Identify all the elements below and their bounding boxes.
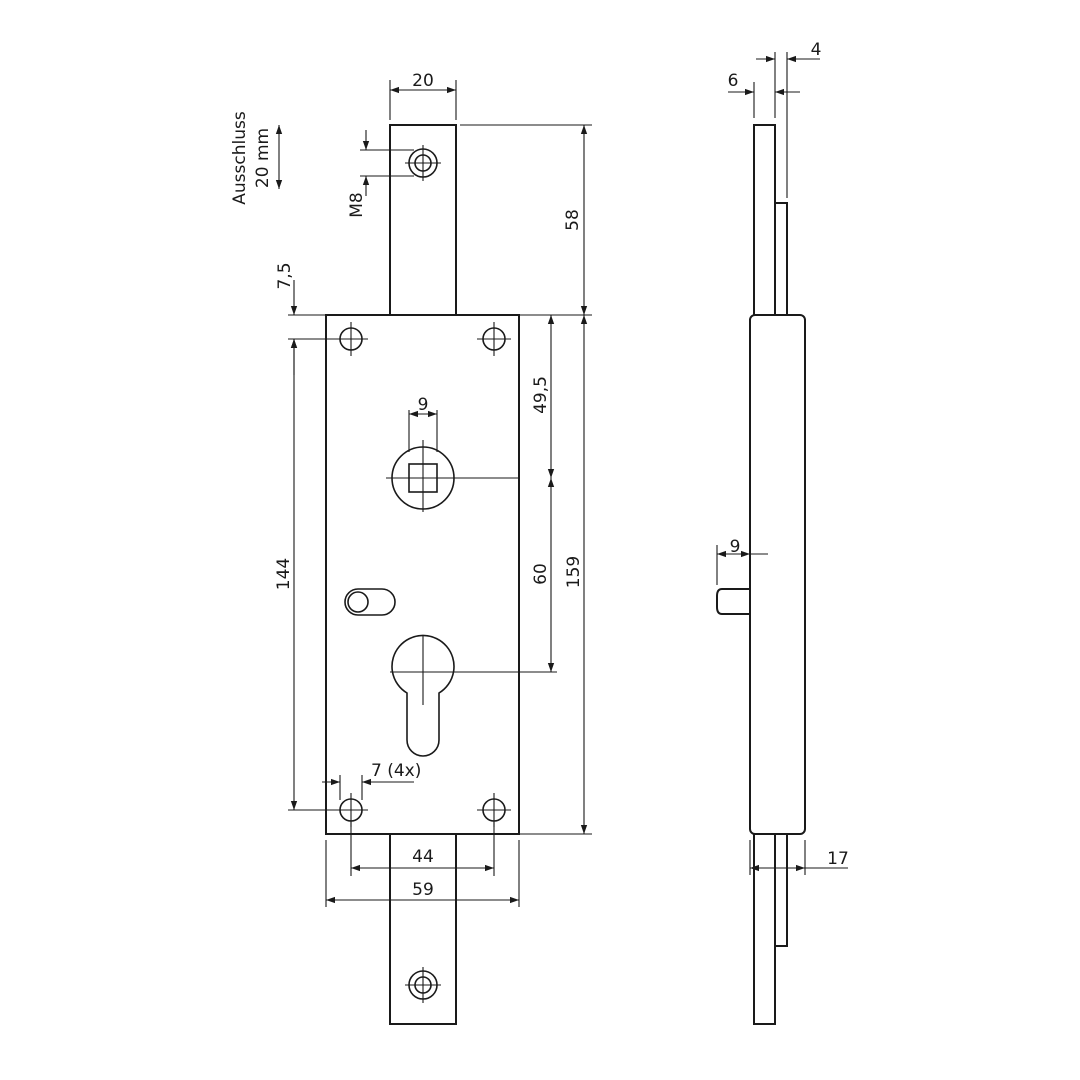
label-latch-projection: 9 xyxy=(730,537,741,557)
top-bolt-hole xyxy=(405,145,441,181)
side-dimension-lines xyxy=(717,55,848,872)
mounting-hole-top-right xyxy=(477,322,511,356)
label-case-height: 159 xyxy=(564,556,584,588)
label-bolt-height: 58 xyxy=(563,209,583,231)
ausschluss-value: 20 mm xyxy=(253,128,273,188)
label-spindle-square: 9 xyxy=(418,395,429,415)
ausschluss-note: Ausschluss 20 mm xyxy=(230,111,273,205)
label-spindle-to-cylinder: 60 xyxy=(531,563,551,585)
side-bolt-plate-bottom xyxy=(774,833,788,947)
cylinder-cutout xyxy=(390,634,557,757)
lock-case xyxy=(325,314,520,835)
side-case xyxy=(749,314,806,835)
side-latch xyxy=(716,588,751,615)
side-bolt-plate-top xyxy=(774,202,788,316)
side-view xyxy=(716,52,848,1025)
dimension-lines xyxy=(275,86,588,904)
front-view xyxy=(275,80,592,1025)
spindle-hole xyxy=(386,440,519,512)
ausschluss-label: Ausschluss xyxy=(230,111,250,205)
label-top-hole-offset: 7,5 xyxy=(275,262,295,289)
label-bolt-plate: 4 xyxy=(811,40,822,60)
label-hole-spacing-horizontal: 44 xyxy=(412,847,434,867)
label-spindle-offset: 49,5 xyxy=(531,376,551,414)
label-bolt-width: 20 xyxy=(412,71,434,91)
mounting-hole-bottom-right xyxy=(477,793,511,827)
label-case-depth: 17 xyxy=(827,849,849,869)
label-hole-spacing-vertical: 144 xyxy=(274,558,294,590)
label-case-width: 59 xyxy=(412,880,434,900)
label-thread: M8 xyxy=(347,192,367,217)
bottom-bolt-hole xyxy=(405,967,441,1003)
label-bolt-thickness: 6 xyxy=(728,71,739,91)
extension-lines xyxy=(288,80,592,907)
label-hole-diameter: 7 (4x) xyxy=(371,761,421,781)
latch-indicator xyxy=(344,588,396,616)
dimension-labels: 20 58 M8 7,5 144 49,5 9 60 159 7 (4x) 44… xyxy=(274,40,849,900)
